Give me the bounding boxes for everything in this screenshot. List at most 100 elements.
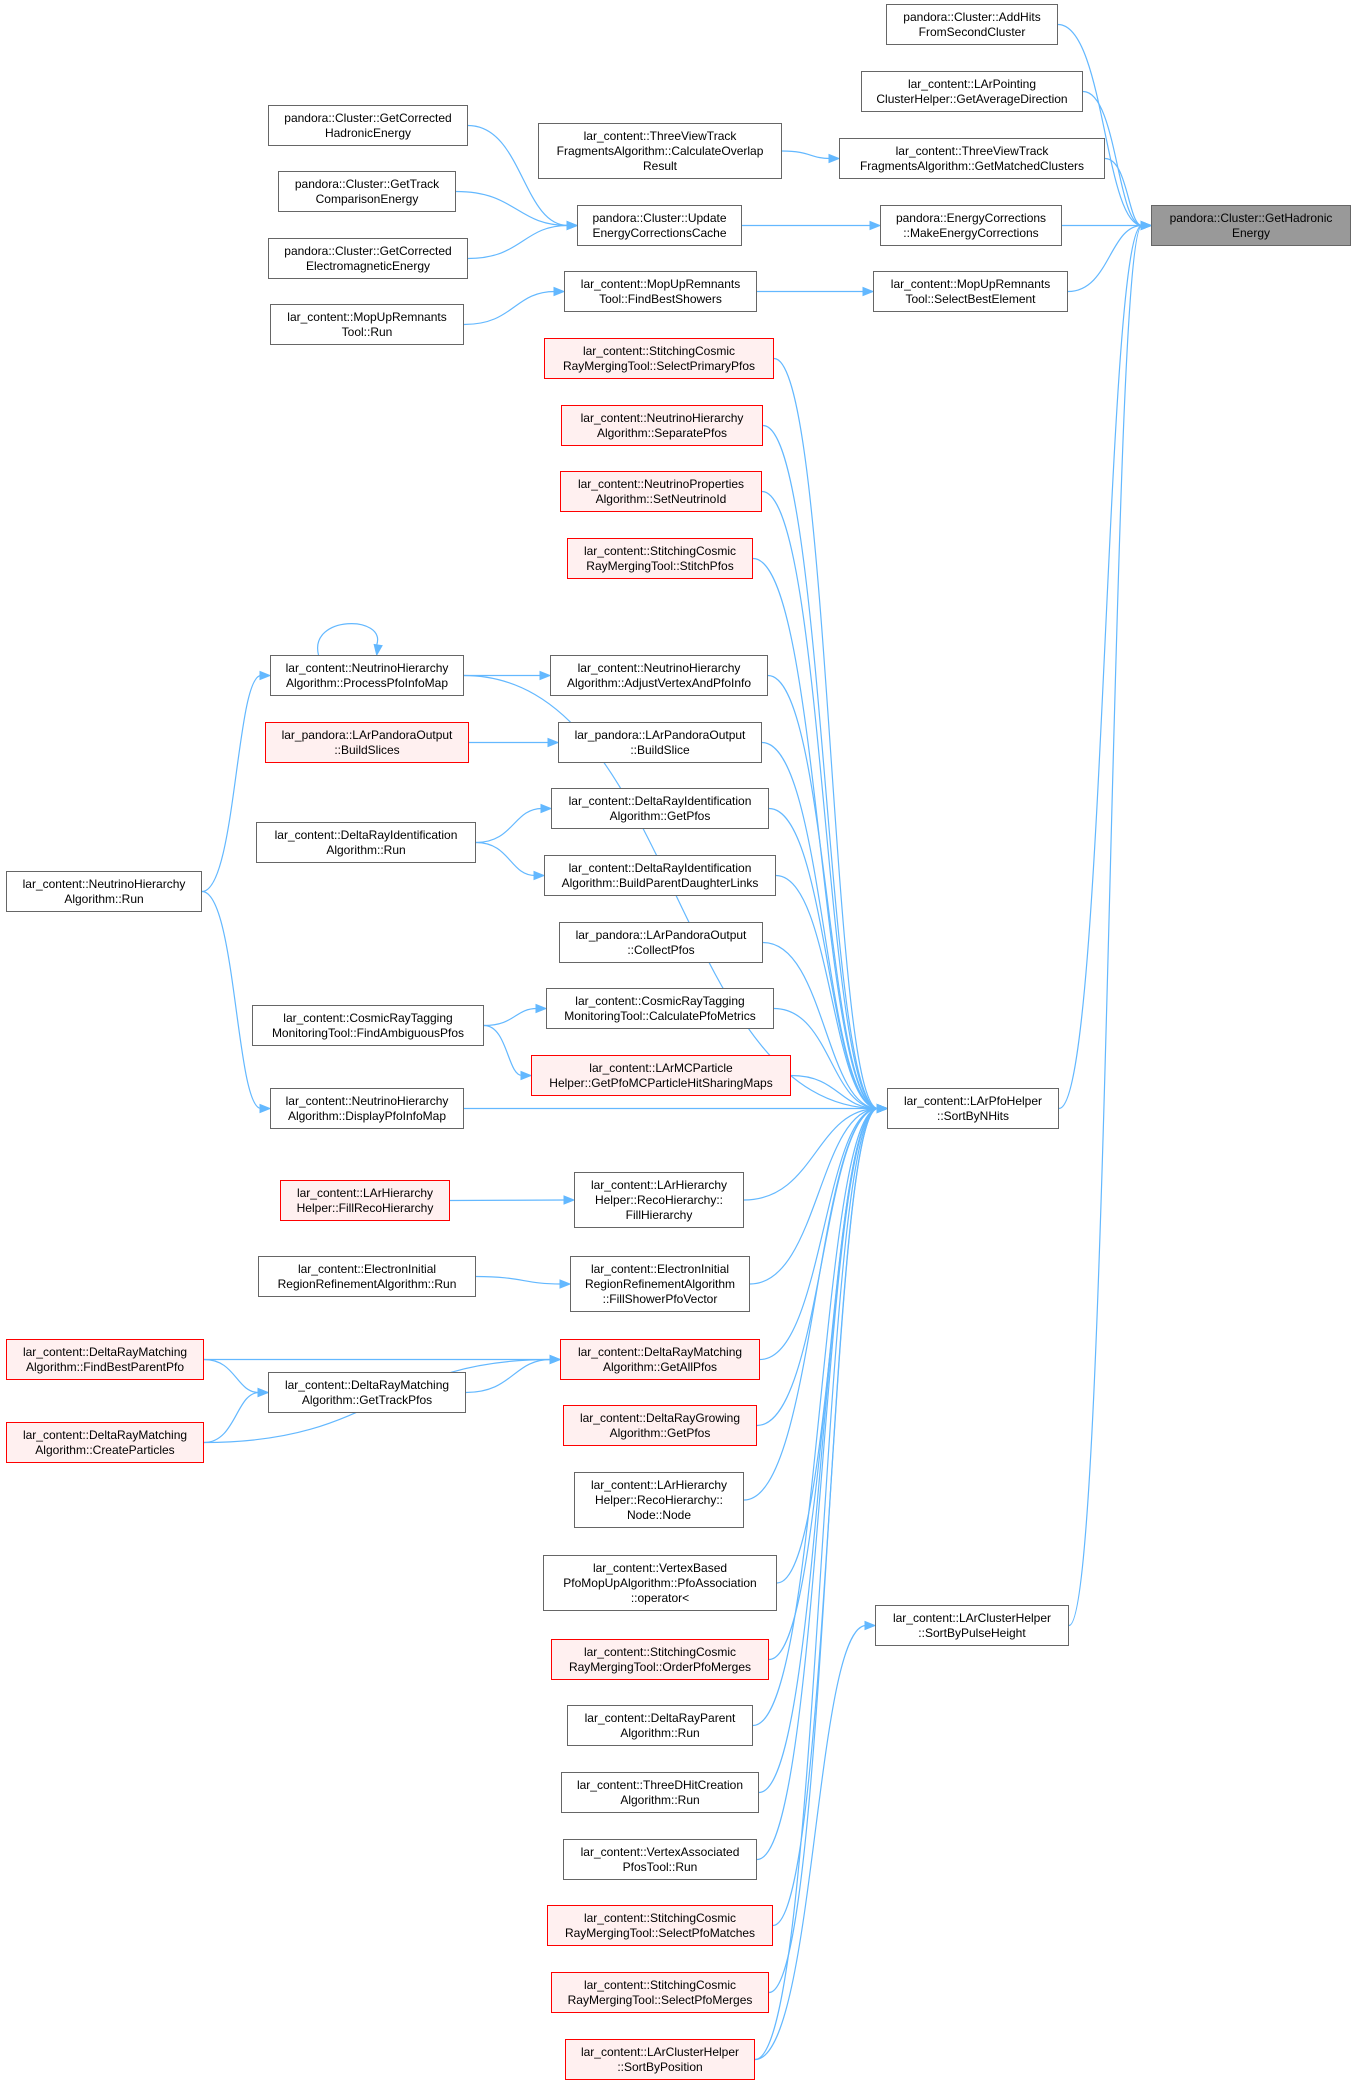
- node-label-line: lar_content::StitchingCosmic: [583, 1910, 737, 1925]
- node-label-line: lar_content::MopUpRemnants: [287, 309, 447, 324]
- edge-drid_build-to-sortnhits: [775, 874, 879, 1110]
- node-label-line: Algorithm::GetPfos: [609, 1425, 711, 1440]
- node-label-line: Node::Node: [626, 1507, 692, 1522]
- node-sortnhits[interactable]: lar_content::LArPfoHelper::SortByNHits: [887, 1088, 1059, 1129]
- edge-correm-to-updatecache: [467, 224, 569, 260]
- node-label-line: pandora::Cluster::GetTrack: [294, 176, 440, 191]
- node-label-line: RegionRefinementAlgorithm: [584, 1276, 736, 1291]
- node-label-line: lar_content::StitchingCosmic: [583, 1977, 737, 1992]
- node-label-line: lar_content::MopUpRemnants: [580, 276, 741, 291]
- node-sortpulse[interactable]: lar_content::LArClusterHelper::SortByPul…: [875, 1605, 1069, 1646]
- node-label-line: lar_content::StitchingCosmic: [582, 343, 736, 358]
- node-buildslice[interactable]: lar_pandora::LArPandoraOutput::BuildSlic…: [558, 722, 762, 763]
- node-label-line: Algorithm::SetNeutrinoId: [595, 491, 727, 506]
- edge-nh_run-to-procpfo: [201, 674, 262, 893]
- node-label-line: Helper::RecoHierarchy::: [594, 1492, 724, 1507]
- node-label-line: lar_content::StitchingCosmic: [583, 1644, 737, 1659]
- node-sortpos[interactable]: lar_content::LArClusterHelper::SortByPos…: [565, 2039, 755, 2080]
- edge-crt_find-to-crt_calc: [483, 1007, 538, 1027]
- node-label-line: lar_content::DeltaRayIdentification: [568, 860, 752, 875]
- node-label-line: lar_content::LArClusterHelper: [892, 1610, 1052, 1625]
- edge-drm_create-to-drm_gettrack: [203, 1391, 260, 1444]
- node-label-line: Helper::FillRecoHierarchy: [296, 1200, 434, 1215]
- node-label-line: ::FillShowerPfoVector: [602, 1291, 718, 1306]
- node-label-line: RegionRefinementAlgorithm::Run: [277, 1276, 457, 1291]
- node-collect[interactable]: lar_pandora::LArPandoraOutput::CollectPf…: [559, 922, 763, 963]
- node-label-line: RayMergingTool::OrderPfoMerges: [568, 1659, 752, 1674]
- node-label-line: ::CollectPfos: [627, 942, 695, 957]
- node-label-line: lar_content::LArPfoHelper: [903, 1093, 1043, 1108]
- edge-selprim-to-sortnhits: [773, 357, 879, 1110]
- edge-arrowhead: [566, 220, 579, 231]
- node-label-line: lar_content::NeutrinoHierarchy: [22, 876, 186, 891]
- node-label-line: Energy: [1231, 225, 1271, 240]
- node-makecorr[interactable]: pandora::EnergyCorrections::MakeEnergyCo…: [880, 205, 1062, 246]
- edge-calcoverlap-to-getmatched: [781, 150, 831, 160]
- node-label-line: Result: [642, 158, 677, 173]
- node-label-line: Tool::Run: [341, 324, 393, 339]
- node-label-line: lar_content::LArHierarchy: [296, 1185, 434, 1200]
- edge-trackcomp-to-updatecache: [455, 190, 569, 227]
- node-label-line: Algorithm::FindBestParentPfo: [25, 1359, 185, 1374]
- node-label-line: FromSecondCluster: [918, 24, 1026, 39]
- node-label-line: FragmentsAlgorithm::CalculateOverlap: [556, 143, 764, 158]
- node-label-line: lar_content::DeltaRayMatching: [577, 1344, 743, 1359]
- node-label-line: lar_content::LArHierarchy: [590, 1177, 728, 1192]
- edge-arrowhead: [533, 870, 546, 881]
- edge-arrowhead: [862, 286, 875, 297]
- node-label-line: lar_content::VertexBased: [592, 1560, 728, 1575]
- node-buildslices[interactable]: lar_pandora::LArPandoraOutput::BuildSlic…: [265, 722, 469, 763]
- edge-arrowhead: [547, 737, 560, 748]
- node-label-line: MonitoringTool::CalculatePfoMetrics: [564, 1008, 756, 1023]
- edge-mopuprun-to-findbest: [463, 290, 556, 326]
- node-label-line: Tool::SelectBestElement: [905, 291, 1036, 306]
- node-label-line: ::SortByPosition: [617, 2059, 703, 2074]
